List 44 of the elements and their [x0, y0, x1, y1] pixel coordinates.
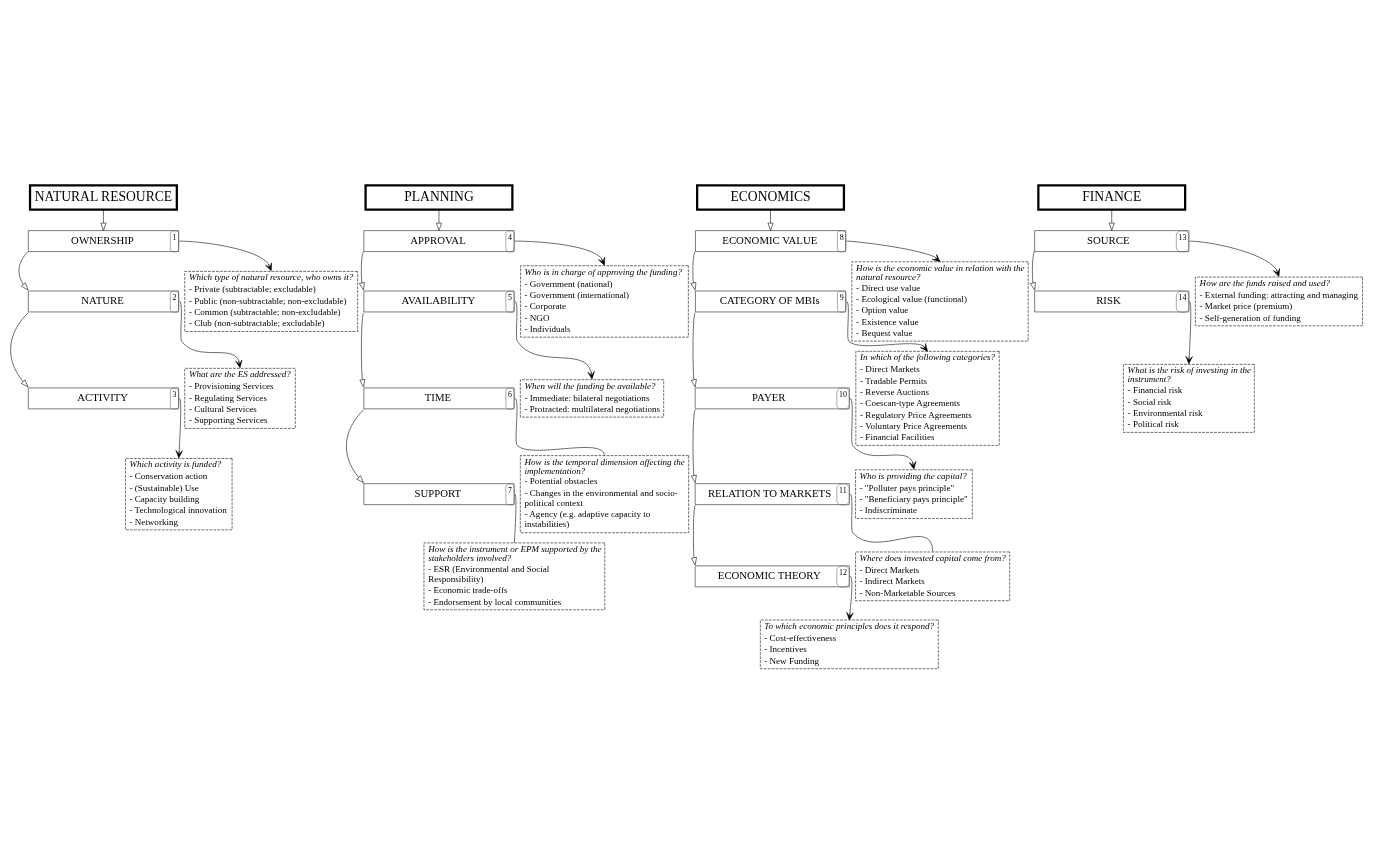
arrow — [100, 209, 107, 231]
node-box: FINANCE — [1037, 184, 1187, 211]
node-box: When will the funding be available? - Immediate: bilateral negotiations - Protracted: multilateral negotiations — [520, 379, 664, 418]
node-box: NATURAL RESOURCE — [28, 184, 178, 211]
arrow — [846, 240, 941, 263]
arrow — [436, 209, 442, 231]
arrow — [1030, 251, 1036, 291]
node-box: Who is providing the capital? - "Polluter pays principle" - "Beneficiary pays principle" - Indiscriminate — [855, 469, 973, 519]
arrow — [514, 301, 595, 380]
node-box: What is the risk of investing in the instrument? - Financial risk - Social risk - Environmental risk - Political risk — [1123, 364, 1255, 433]
arrow — [691, 312, 697, 388]
arrow — [179, 301, 243, 369]
node-box: ECONOMICS — [696, 184, 846, 211]
node-box: How are the funds raised and used? - External funding: attracting and managing - Market price (premium) - Self-generation of funding — [1195, 276, 1363, 327]
arrow — [18, 251, 29, 291]
node-box: Who is in charge of approving the funding? - Government (national) - Government (international) - Corporate - NGO - Individuals — [520, 265, 689, 338]
node-box: How is the economic value in relation with the natural resource? - Direct use value - Ecological value (functional) - Option value - Existence value - Bequest value — [851, 261, 1029, 342]
node-box: How is the instrument or EPM supported by the stakeholders involved? - ESR (Environmental and Social Responsibility) - Economic trade-offs - Endorsement by local communities — [423, 542, 606, 611]
node-box: Which type of natural resource, who owns it? - Private (subtractable; excludable) - Public (non-subtractable; non-excludable) - Common (subtractable; non-excludable) - Club (non-subtractable; excludable) — [184, 271, 358, 332]
arrow — [767, 209, 774, 231]
node-box: Where does invested capital come from? - Direct Markets - Indirect Markets - Non-Marketable Sources — [855, 551, 1010, 601]
arrow — [691, 505, 697, 566]
node-box: How is the temporal dimension affecting the implementation? - Potential obstacles - Changes in the environmental and socio-political context - Agency (e.g. adaptive capacity to instabilities) — [520, 455, 689, 533]
arrow — [691, 409, 697, 484]
arrow — [175, 398, 183, 459]
arrow — [849, 398, 917, 470]
arrow — [359, 251, 365, 291]
arrow — [514, 240, 605, 266]
arrow — [179, 240, 272, 272]
node-box: What are the ES addressed? - Provisioning Services - Regulating Services - Cultural Services - Supporting Services — [184, 368, 296, 429]
arrow — [1185, 301, 1193, 365]
arrow — [359, 312, 366, 388]
connector — [514, 398, 605, 456]
node-box: In which of the following categories? - Direct Markets - Tradable Permits - Reverse Auctions - Coescan-type Agreements - Regulatory Price Agreements - Voluntary Price Agreements - Financial Facilities — [855, 351, 1000, 446]
node-box: PLANNING — [364, 184, 514, 211]
arrow — [1108, 209, 1115, 231]
arrow — [10, 312, 29, 388]
arrow — [846, 301, 928, 352]
arrow — [690, 251, 697, 291]
arrow — [1189, 240, 1280, 277]
node-box: To which economic principles does it respond? - Cost-effectiveness - Incentives - New Funding — [760, 619, 939, 669]
arrow — [846, 576, 854, 621]
arrow — [346, 409, 364, 484]
node-box: Which activity is funded? - Conservation action - (Sustainable) Use - Capacity building - Technological innovation - Networking — [125, 458, 233, 531]
